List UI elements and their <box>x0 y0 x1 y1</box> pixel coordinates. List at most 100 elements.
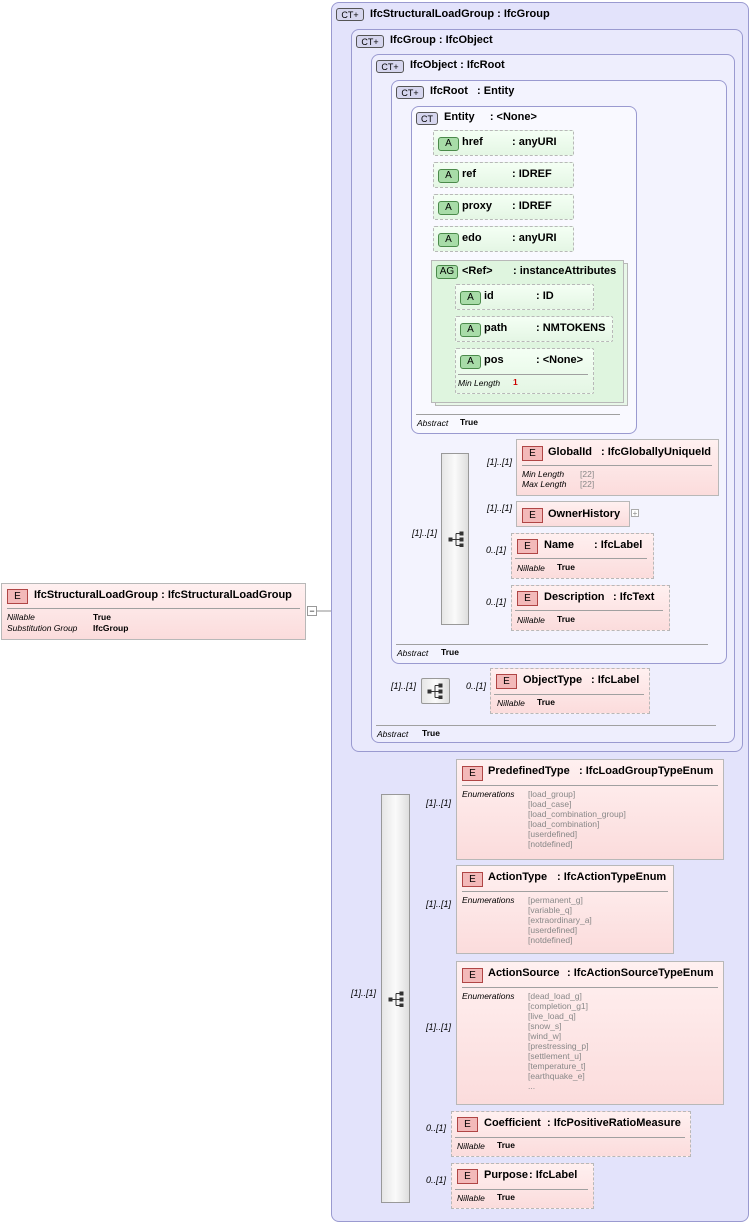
nillable-value: True <box>557 562 575 572</box>
enum-value: [userdefined] <box>528 925 578 935</box>
element-purpose[interactable]: E Purpose : IfcLabel Nillable True <box>451 1163 594 1209</box>
enumerations-label: Enumerations <box>462 895 515 905</box>
cardinality-description: 0..[1] <box>486 597 507 607</box>
enum-value: [snow_s] <box>528 1021 562 1031</box>
substitution-group-label: Substitution Group <box>7 623 78 633</box>
element-description[interactable]: E Description : IfcText Nillable True <box>511 585 670 631</box>
attribute-type: : <None> <box>536 354 584 366</box>
attribute-name: path <box>484 322 508 334</box>
attribute-type: : IDREF <box>512 200 552 212</box>
attribute-ref[interactable]: A ref : IDREF <box>433 162 574 188</box>
element-badge: E <box>462 872 483 887</box>
max-length-value: [22] <box>580 479 595 489</box>
cardinality-coefficient: 0..[1] <box>426 1123 447 1133</box>
attribute-type: : anyURI <box>512 232 557 244</box>
complex-type-title: IfcGroup : IfcObject <box>390 34 493 46</box>
attribute-name: proxy <box>462 200 492 212</box>
nillable-label: Nillable <box>517 615 545 625</box>
element-type: : IfcLabel <box>591 674 640 686</box>
attribute-href[interactable]: A href : anyURI <box>433 130 574 156</box>
enum-value: [live_load_q] <box>528 1011 576 1021</box>
enum-value: [earthquake_e] <box>528 1071 585 1081</box>
attribute-proxy[interactable]: A proxy : IDREF <box>433 194 574 220</box>
min-length-value: [22] <box>580 469 595 479</box>
element-badge: E <box>7 589 28 604</box>
complex-type-title: Entity : <None> <box>444 111 537 123</box>
complex-type-title: IfcObject : IfcRoot <box>410 59 505 71</box>
element-name-label: Name <box>544 539 574 551</box>
nillable-value: True <box>93 612 111 622</box>
element-name: OwnerHistory <box>548 508 621 520</box>
element-type: : IfcLoadGroupTypeEnum <box>579 765 714 777</box>
element-name-label: Coefficient <box>484 1117 541 1129</box>
min-length-label: Min Length <box>522 469 565 479</box>
element-name: GlobalId <box>548 446 592 458</box>
collapse-toggle[interactable]: − <box>307 606 317 616</box>
attribute-name: edo <box>462 232 482 244</box>
enum-value: [completion_g1] <box>528 1001 589 1011</box>
attribute-path[interactable]: A path : NMTOKENS <box>455 316 613 342</box>
element-predefinedtype[interactable]: E PredefinedType : IfcLoadGroupTypeEnum … <box>456 759 724 860</box>
element-actionsource[interactable]: E ActionSource : IfcActionSourceTypeEnum… <box>456 961 724 1105</box>
element-type: : IfcGloballyUniqueId <box>601 446 712 458</box>
element-badge: E <box>522 446 543 461</box>
cardinality-objecttype: 0..[1] <box>466 681 487 691</box>
element-type: : IfcText <box>613 591 655 603</box>
element-name-label: ObjectType <box>523 674 583 686</box>
attribute-name: pos <box>484 354 504 366</box>
enum-value: [userdefined] <box>528 829 578 839</box>
complex-type-badge: CT <box>416 112 438 125</box>
nillable-label: Nillable <box>457 1193 485 1203</box>
enum-value: [notdefined] <box>528 935 573 945</box>
element-globalid[interactable]: E GlobalId : IfcGloballyUniqueId Min Len… <box>516 439 719 496</box>
nillable-label: Nillable <box>517 563 545 573</box>
nillable-label: Nillable <box>7 612 35 622</box>
attribute-pos[interactable]: A pos : <None> Min Length 1 <box>455 348 594 394</box>
element-coefficient[interactable]: E Coefficient : IfcPositiveRatioMeasure … <box>451 1111 691 1157</box>
enum-value: [notdefined] <box>528 839 573 849</box>
root-element-title: IfcStructuralLoadGroup : IfcStructuralLo… <box>34 589 292 601</box>
complex-type-title: IfcStructuralLoadGroup : IfcGroup <box>370 8 550 20</box>
nillable-value: True <box>537 697 555 707</box>
attribute-type: : NMTOKENS <box>536 322 606 334</box>
element-type: : IfcActionSourceTypeEnum <box>567 967 714 979</box>
attribute-edo[interactable]: A edo : anyURI <box>433 226 574 252</box>
root-element-ifcstructuralloadgroup[interactable]: E IfcStructuralLoadGroup : IfcStructural… <box>1 583 306 640</box>
attribute-name: id <box>484 290 494 302</box>
attribute-badge: A <box>460 355 481 369</box>
attribute-badge: A <box>460 323 481 337</box>
complex-type-badge: CT+ <box>376 60 404 73</box>
enum-value: [load_group] <box>528 789 576 799</box>
element-name[interactable]: E Name : IfcLabel Nillable True <box>511 533 654 579</box>
attribute-name: ref <box>462 168 477 180</box>
sequence-cardinality: [1]..[1] <box>351 988 377 998</box>
abstract-label: Abstract <box>377 729 409 739</box>
element-actiontype[interactable]: E ActionType : IfcActionTypeEnum Enumera… <box>456 865 674 954</box>
abstract-label: Abstract <box>397 648 429 658</box>
expand-toggle[interactable]: + <box>631 509 639 518</box>
element-badge: E <box>496 674 517 689</box>
nillable-value: True <box>497 1140 515 1150</box>
element-badge: E <box>517 591 538 606</box>
enumeration-list: [dead_load_g] [completion_g1] [live_load… <box>528 991 588 1091</box>
element-name-label: PredefinedType <box>488 765 570 777</box>
substitution-group-value: IfcGroup <box>93 623 129 633</box>
enum-value: [variable_q] <box>528 905 572 915</box>
min-length-label: Min Length <box>458 378 501 388</box>
attribute-badge: A <box>438 169 459 183</box>
element-objecttype[interactable]: E ObjectType : IfcLabel Nillable True <box>490 668 650 714</box>
max-length-label: Max Length <box>522 479 567 489</box>
enum-value: [wind_w] <box>528 1031 562 1041</box>
nillable-label: Nillable <box>457 1141 485 1151</box>
nillable-value: True <box>557 614 575 624</box>
cardinality-actionsource: [1]..[1] <box>426 1022 452 1032</box>
attribute-id[interactable]: A id : ID <box>455 284 594 310</box>
attribute-badge: A <box>438 137 459 151</box>
min-length-value: 1 <box>513 377 518 387</box>
element-type: : IfcLabel <box>529 1169 578 1181</box>
complex-type-badge: CT+ <box>396 86 424 99</box>
element-ownerhistory[interactable]: E OwnerHistory <box>516 501 630 527</box>
attribute-group-type: : instanceAttributes <box>513 265 617 277</box>
attribute-badge: A <box>438 201 459 215</box>
element-name-label: ActionSource <box>488 967 560 979</box>
